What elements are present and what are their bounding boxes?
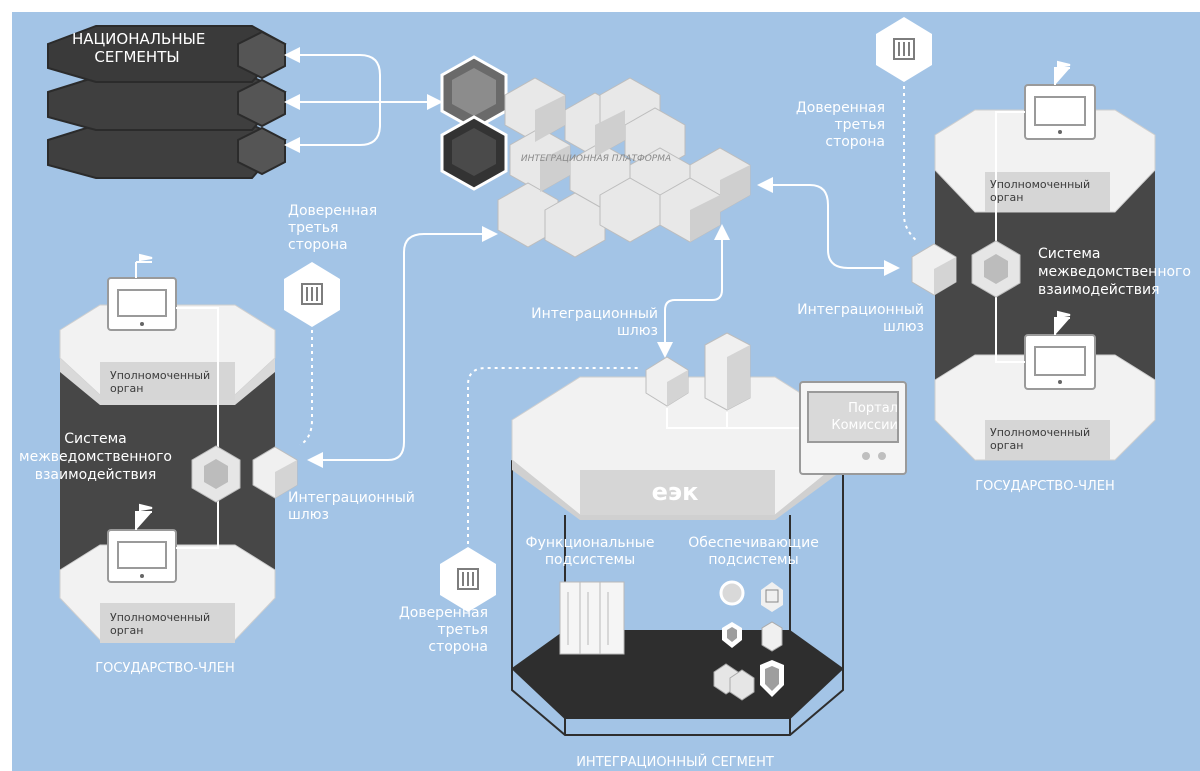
right-state bbox=[876, 17, 1156, 461]
national-segment-layer-3 bbox=[47, 124, 287, 179]
left-gateway-label: Интеграционный шлюз bbox=[288, 490, 415, 523]
right-trusted-label: Доверенная третья сторона bbox=[795, 100, 885, 150]
supporting-subsystems-label: Обеспечивающие подсистемы bbox=[688, 535, 819, 568]
eek-label: еэк bbox=[651, 478, 699, 506]
monitor-icon bbox=[107, 253, 177, 331]
monitor-icon bbox=[107, 503, 177, 583]
gear-icon bbox=[719, 580, 745, 606]
national-segment-layer-2 bbox=[47, 76, 287, 131]
left-authorized-bottom: Уполномоченный орган bbox=[110, 611, 211, 637]
platform-left-connector bbox=[307, 226, 498, 468]
cube-icon bbox=[191, 445, 241, 503]
right-system-label: Система межведомственного взаимодействия bbox=[1038, 246, 1191, 298]
integration-segment bbox=[440, 332, 907, 736]
cube-icon bbox=[761, 621, 783, 652]
left-system-label: Система межведомственного взаимодействия bbox=[19, 431, 172, 483]
cube-icon bbox=[645, 356, 689, 407]
right-authorized-bottom: Уполномоченный орган bbox=[990, 426, 1091, 452]
left-state-caption: ГОСУДАРСТВО-ЧЛЕН bbox=[95, 661, 235, 676]
cube-icon bbox=[911, 243, 957, 296]
server-icon bbox=[704, 332, 751, 411]
left-authorized-top: Уполномоченный орган bbox=[110, 369, 211, 395]
functional-subsystems-label: Функциональные подсистемы bbox=[525, 535, 655, 568]
platform-center-connector bbox=[657, 224, 730, 358]
cube-icon bbox=[713, 663, 755, 701]
monitor-icon bbox=[1024, 310, 1096, 390]
center-trusted-label: Доверенная третья сторона bbox=[398, 605, 488, 655]
left-state bbox=[59, 253, 340, 643]
shield-icon bbox=[760, 660, 784, 697]
national-segment-layer-1 bbox=[47, 25, 287, 83]
building-icon bbox=[876, 17, 932, 82]
building-icon bbox=[284, 262, 340, 327]
national-segments bbox=[47, 25, 287, 179]
national-platform-connectors bbox=[284, 47, 443, 153]
shield-icon bbox=[722, 622, 742, 648]
left-trusted-label: Доверенная третья сторона bbox=[288, 203, 378, 253]
national-segments-title: НАЦИОНАЛЬНЫЕ СЕГМЕНТЫ bbox=[72, 30, 206, 66]
monitor-icon bbox=[799, 381, 907, 475]
server-icon bbox=[559, 581, 625, 655]
monitor-icon bbox=[1024, 60, 1096, 140]
cube-icon bbox=[252, 446, 298, 499]
right-authorized-top: Уполномоченный орган bbox=[990, 178, 1091, 204]
center-caption: ИНТЕГРАЦИОННЫЙ СЕГМЕНТ bbox=[576, 755, 774, 770]
building-icon bbox=[761, 582, 783, 612]
center-gateway-label: Интеграционный шлюз bbox=[531, 306, 658, 339]
building-icon bbox=[440, 547, 496, 612]
platform-label: ИНТЕГРАЦИОННАЯ ПЛАТФОРМА bbox=[520, 154, 672, 164]
right-state-caption: ГОСУДАРСТВО-ЧЛЕН bbox=[975, 479, 1115, 494]
right-gateway-label: Интеграционный шлюз bbox=[797, 302, 924, 335]
platform-right-connector bbox=[757, 177, 900, 276]
portal-label: Портал Комиссии bbox=[831, 401, 898, 433]
cube-icon bbox=[971, 240, 1021, 298]
integration-platform bbox=[440, 55, 751, 258]
